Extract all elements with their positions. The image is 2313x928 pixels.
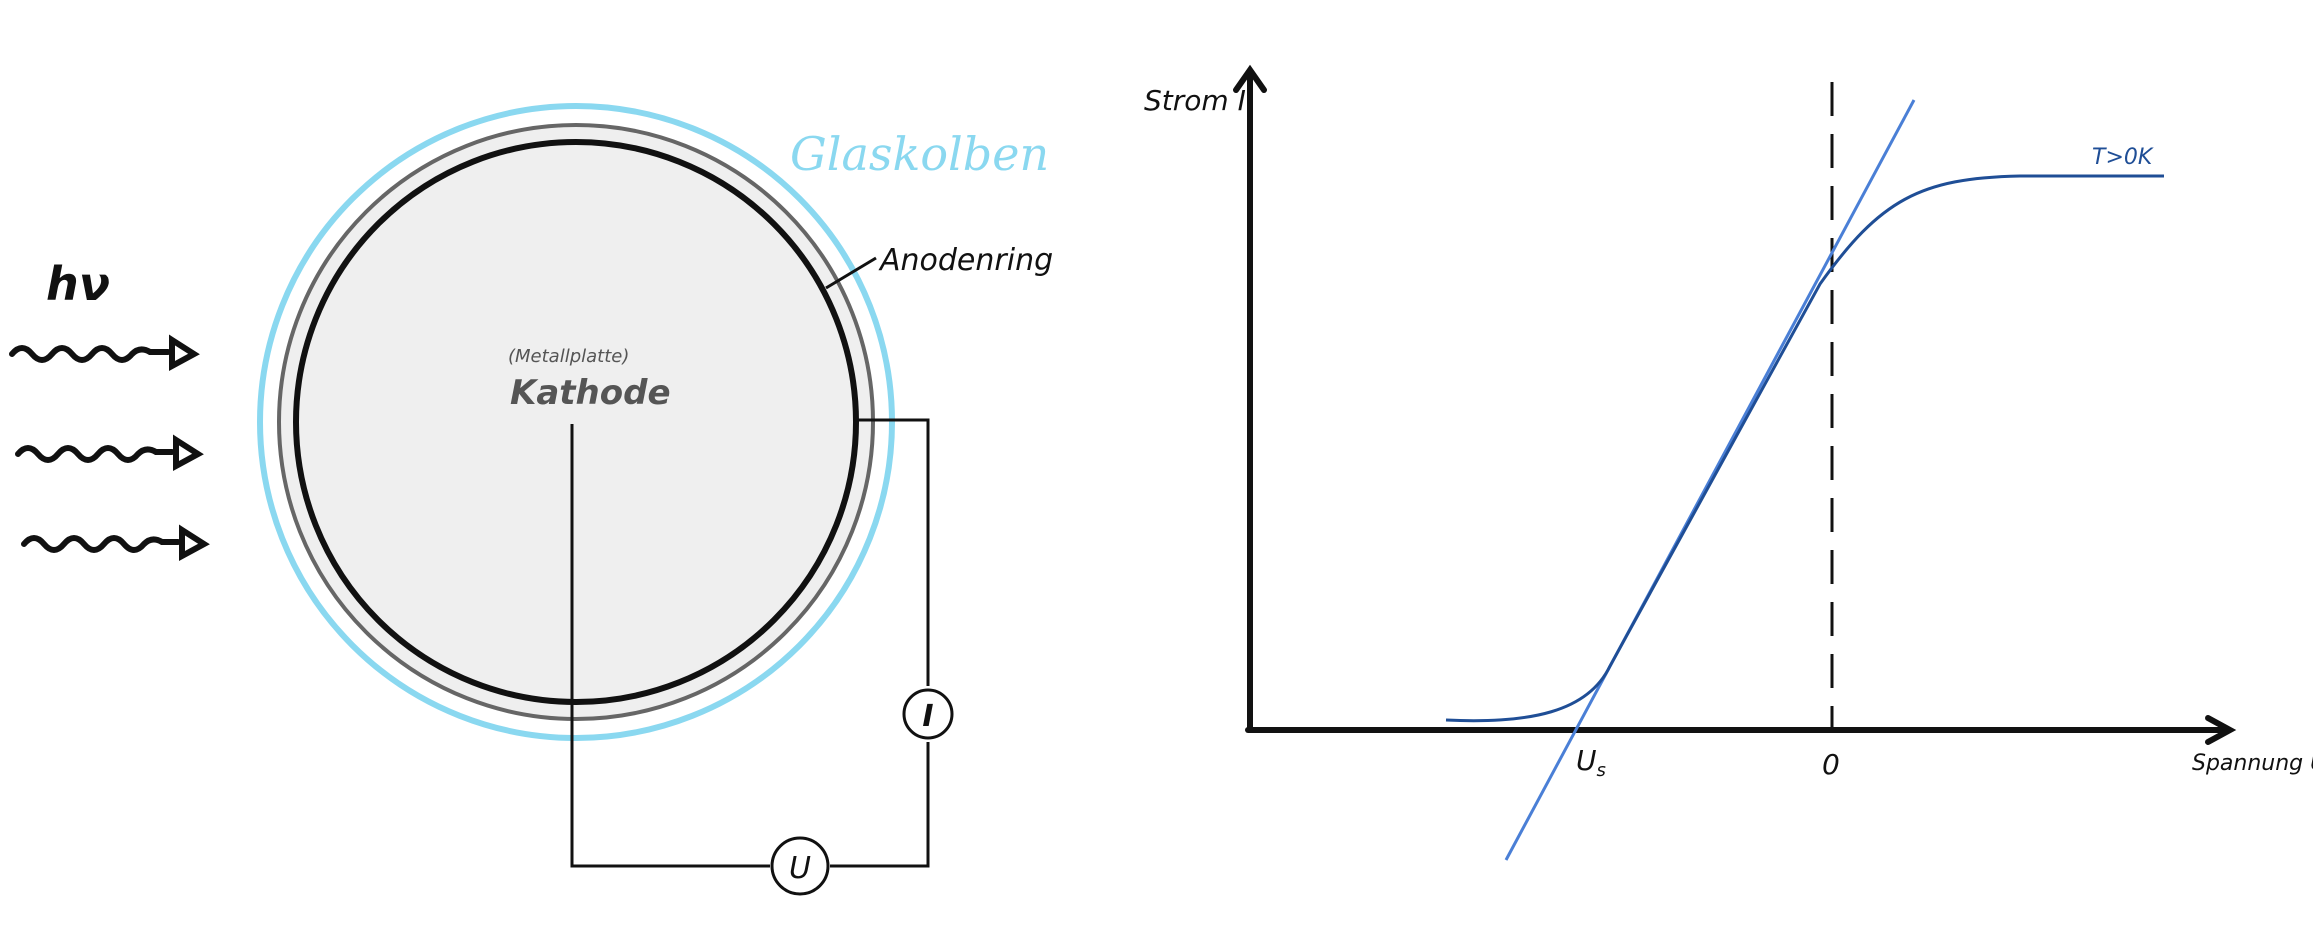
anode-label-pointer (825, 256, 877, 290)
zero-tick-label: 0 (1822, 748, 1840, 781)
circuit-wires (570, 418, 930, 868)
glass-bulb (257, 103, 895, 741)
anode-label: Anodenring (878, 243, 1053, 278)
axes (1233, 64, 2237, 745)
ammeter-symbol: I (922, 699, 933, 734)
current-voltage-curve (1445, 174, 2164, 723)
cathode-plate (293, 139, 859, 705)
stop-voltage-label: Us (1576, 744, 1606, 781)
x-axis-label: Spannung U (2192, 751, 2313, 776)
curve-label: T>0K (2092, 145, 2154, 170)
y-axis-arrowhead (1233, 64, 1267, 93)
photocell-diagram: hν Glaskolben Anodenring (Metallplatte) … (9, 103, 1053, 896)
iu-characteristic-plot: Strom I Spannung U Us 0 T>0K (1144, 64, 2313, 861)
cathode-label: Kathode (510, 373, 671, 413)
voltmeter-symbol: U (789, 851, 811, 886)
photon-arrow-1 (9, 334, 200, 372)
photon-arrow-3 (21, 524, 210, 562)
photon-energy-label: hν (46, 257, 110, 311)
voltmeter: U (770, 836, 830, 896)
cathode-sublabel: (Metallplatte) (508, 346, 629, 367)
x-axis-arrowhead (2205, 715, 2237, 745)
ammeter: I (902, 688, 954, 740)
photon-arrow-2 (15, 434, 204, 472)
bulb-label: Glaskolben (790, 127, 1049, 181)
y-axis-label: Strom I (1144, 84, 1246, 117)
tangent-line (1504, 99, 1916, 861)
